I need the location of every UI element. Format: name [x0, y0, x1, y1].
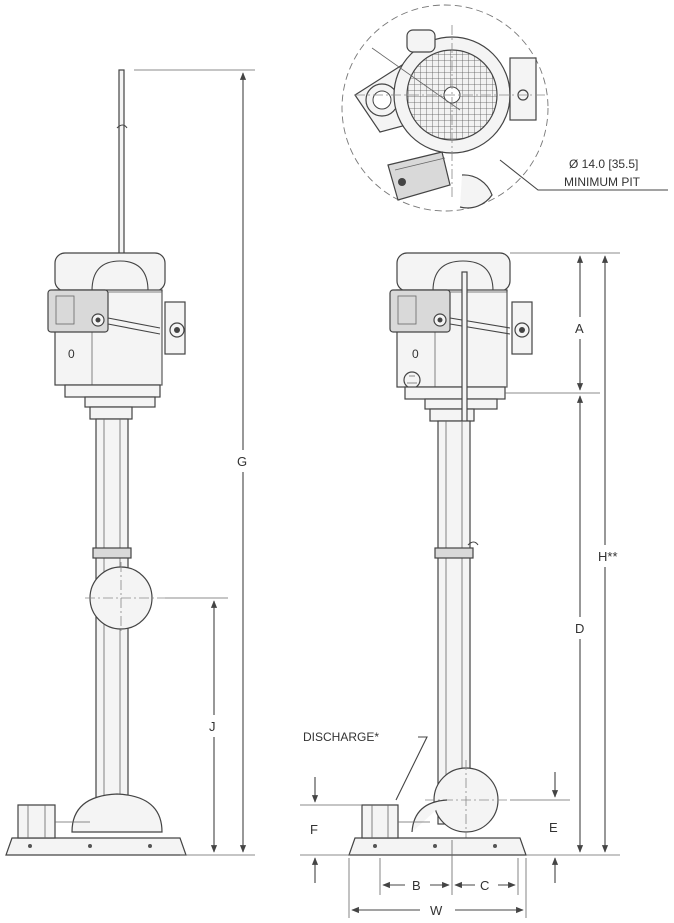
dimension-j: J — [165, 597, 228, 853]
pit-diameter-label: Ø 14.0 [35.5] — [569, 157, 638, 171]
left-motor-cap — [54, 252, 166, 292]
top-view: Ø 14.0 [35.5] MINIMUM PIT — [341, 4, 668, 212]
dimension-e: E — [510, 772, 570, 883]
dimension-h-label: H** — [598, 549, 618, 564]
dimension-w-label: W — [430, 903, 443, 918]
dimension-b-label: B — [412, 878, 421, 893]
right-volute — [411, 799, 448, 833]
right-pump-view: 0 DISCHARGE* — [303, 252, 533, 856]
right-motor-number: 0 — [412, 347, 419, 361]
dimension-j-label: J — [209, 719, 216, 734]
dimension-h: H** — [526, 255, 623, 856]
dimension-w: W — [348, 858, 527, 918]
certification-mark-icon — [403, 371, 421, 389]
dimension-a-label: A — [575, 321, 584, 336]
dimension-b-c: B C — [379, 840, 519, 895]
left-pump-view: 0 — [5, 69, 187, 856]
left-volute — [71, 793, 163, 833]
right-column-pipe — [437, 420, 471, 825]
dimension-d-label: D — [575, 621, 584, 636]
dimension-g-label: G — [237, 454, 247, 469]
pit-minimum-label: MINIMUM PIT — [564, 175, 641, 189]
dimension-c-label: C — [480, 878, 489, 893]
discharge-label: DISCHARGE* — [303, 730, 379, 744]
minimum-pit-circle — [341, 4, 549, 212]
dimension-d: D — [570, 395, 590, 853]
dimension-a: A — [505, 252, 620, 394]
dimension-f-label: F — [310, 822, 318, 837]
dimension-f: F — [300, 777, 362, 883]
dimension-e-label: E — [549, 820, 558, 835]
dimension-g: G — [134, 69, 255, 856]
left-base — [5, 837, 187, 856]
left-motor-number: 0 — [68, 347, 75, 361]
